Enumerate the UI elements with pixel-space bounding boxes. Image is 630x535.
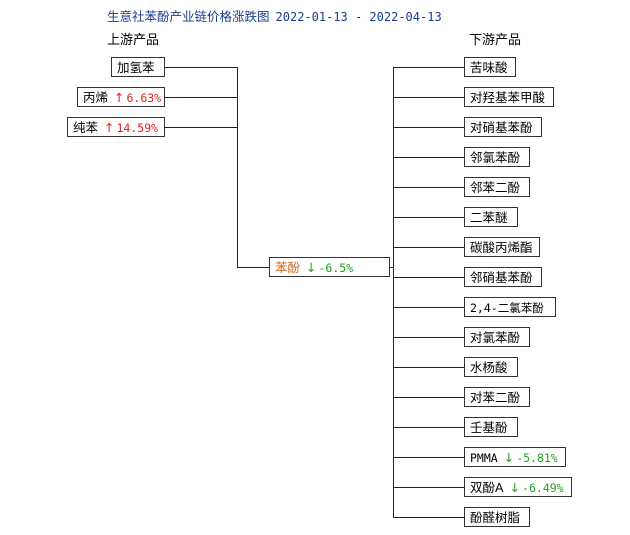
node-label: 加氢苯 — [117, 60, 155, 75]
node-label: 二苯醚 — [470, 210, 508, 225]
arrow-down-icon: ↓ — [509, 480, 521, 495]
center-node[interactable]: 苯酚 ↓-6.5% — [269, 257, 390, 277]
downstream-node[interactable]: 对氯苯酚 — [464, 327, 530, 347]
downstream-node[interactable]: 对硝基苯酚 — [464, 117, 542, 137]
upstream-node[interactable]: 加氢苯 — [111, 57, 165, 77]
arrow-up-icon: ↑ — [104, 120, 115, 135]
downstream-node[interactable]: 二苯醚 — [464, 207, 518, 227]
node-label: 碳酸丙烯酯 — [470, 240, 533, 255]
arrow-down-icon: ↓ — [503, 450, 515, 465]
downstream-node[interactable]: PMMA ↓-5.81% — [464, 447, 566, 467]
downstream-node[interactable]: 邻苯二酚 — [464, 177, 530, 197]
node-label: 苦味酸 — [470, 60, 508, 75]
node-label: 对苯二酚 — [470, 390, 521, 405]
node-label: 苯酚 — [275, 260, 301, 275]
node-label: 壬基酚 — [470, 420, 508, 435]
upstream-header: 上游产品 — [107, 33, 160, 48]
arrow-down-icon: ↓ — [306, 260, 317, 275]
downstream-node[interactable]: 对苯二酚 — [464, 387, 530, 407]
downstream-node[interactable]: 苦味酸 — [464, 57, 516, 77]
downstream-node[interactable]: 碳酸丙烯酯 — [464, 237, 540, 257]
node-label: 2,4-二氯苯酚 — [470, 301, 544, 315]
upstream-node[interactable]: 丙烯 ↑6.63% — [77, 87, 165, 107]
node-label: PMMA — [470, 451, 498, 465]
title-text: 生意社苯酚产业链价格涨跌图 — [107, 9, 270, 24]
chart-title: 生意社苯酚产业链价格涨跌图 2022-01-13 - 2022-04-13 — [107, 6, 442, 25]
arrow-up-icon: ↑ — [114, 90, 125, 105]
date-range: 2022-01-13 - 2022-04-13 — [275, 10, 442, 24]
downstream-node[interactable]: 酚醛树脂 — [464, 507, 530, 527]
node-label: 纯苯 — [73, 120, 99, 135]
downstream-node[interactable]: 邻硝基苯酚 — [464, 267, 542, 287]
price-change: -5.81% — [516, 451, 558, 465]
node-label: 邻苯二酚 — [470, 180, 521, 195]
downstream-node[interactable]: 壬基酚 — [464, 417, 518, 437]
downstream-node[interactable]: 2,4-二氯苯酚 — [464, 297, 556, 317]
node-label: 对氯苯酚 — [470, 330, 521, 345]
price-change: 14.59% — [116, 121, 159, 135]
upstream-node[interactable]: 纯苯 ↑14.59% — [67, 117, 165, 137]
node-label: 双酚A — [470, 480, 504, 495]
node-label: 邻硝基苯酚 — [470, 270, 533, 285]
downstream-node[interactable]: 双酚A ↓-6.49% — [464, 477, 572, 497]
node-label: 邻氯苯酚 — [470, 150, 521, 165]
price-change: 6.63% — [126, 91, 162, 105]
node-label: 酚醛树脂 — [470, 510, 521, 525]
downstream-header: 下游产品 — [469, 33, 522, 48]
downstream-node[interactable]: 水杨酸 — [464, 357, 518, 377]
node-label: 水杨酸 — [470, 360, 508, 375]
node-label: 对硝基苯酚 — [470, 120, 533, 135]
price-change: -6.5% — [318, 261, 354, 275]
downstream-node[interactable]: 邻氯苯酚 — [464, 147, 530, 167]
node-label: 丙烯 — [83, 90, 109, 105]
downstream-node[interactable]: 对羟基苯甲酸 — [464, 87, 554, 107]
node-label: 对羟基苯甲酸 — [470, 90, 546, 105]
price-change: -6.49% — [522, 481, 564, 495]
